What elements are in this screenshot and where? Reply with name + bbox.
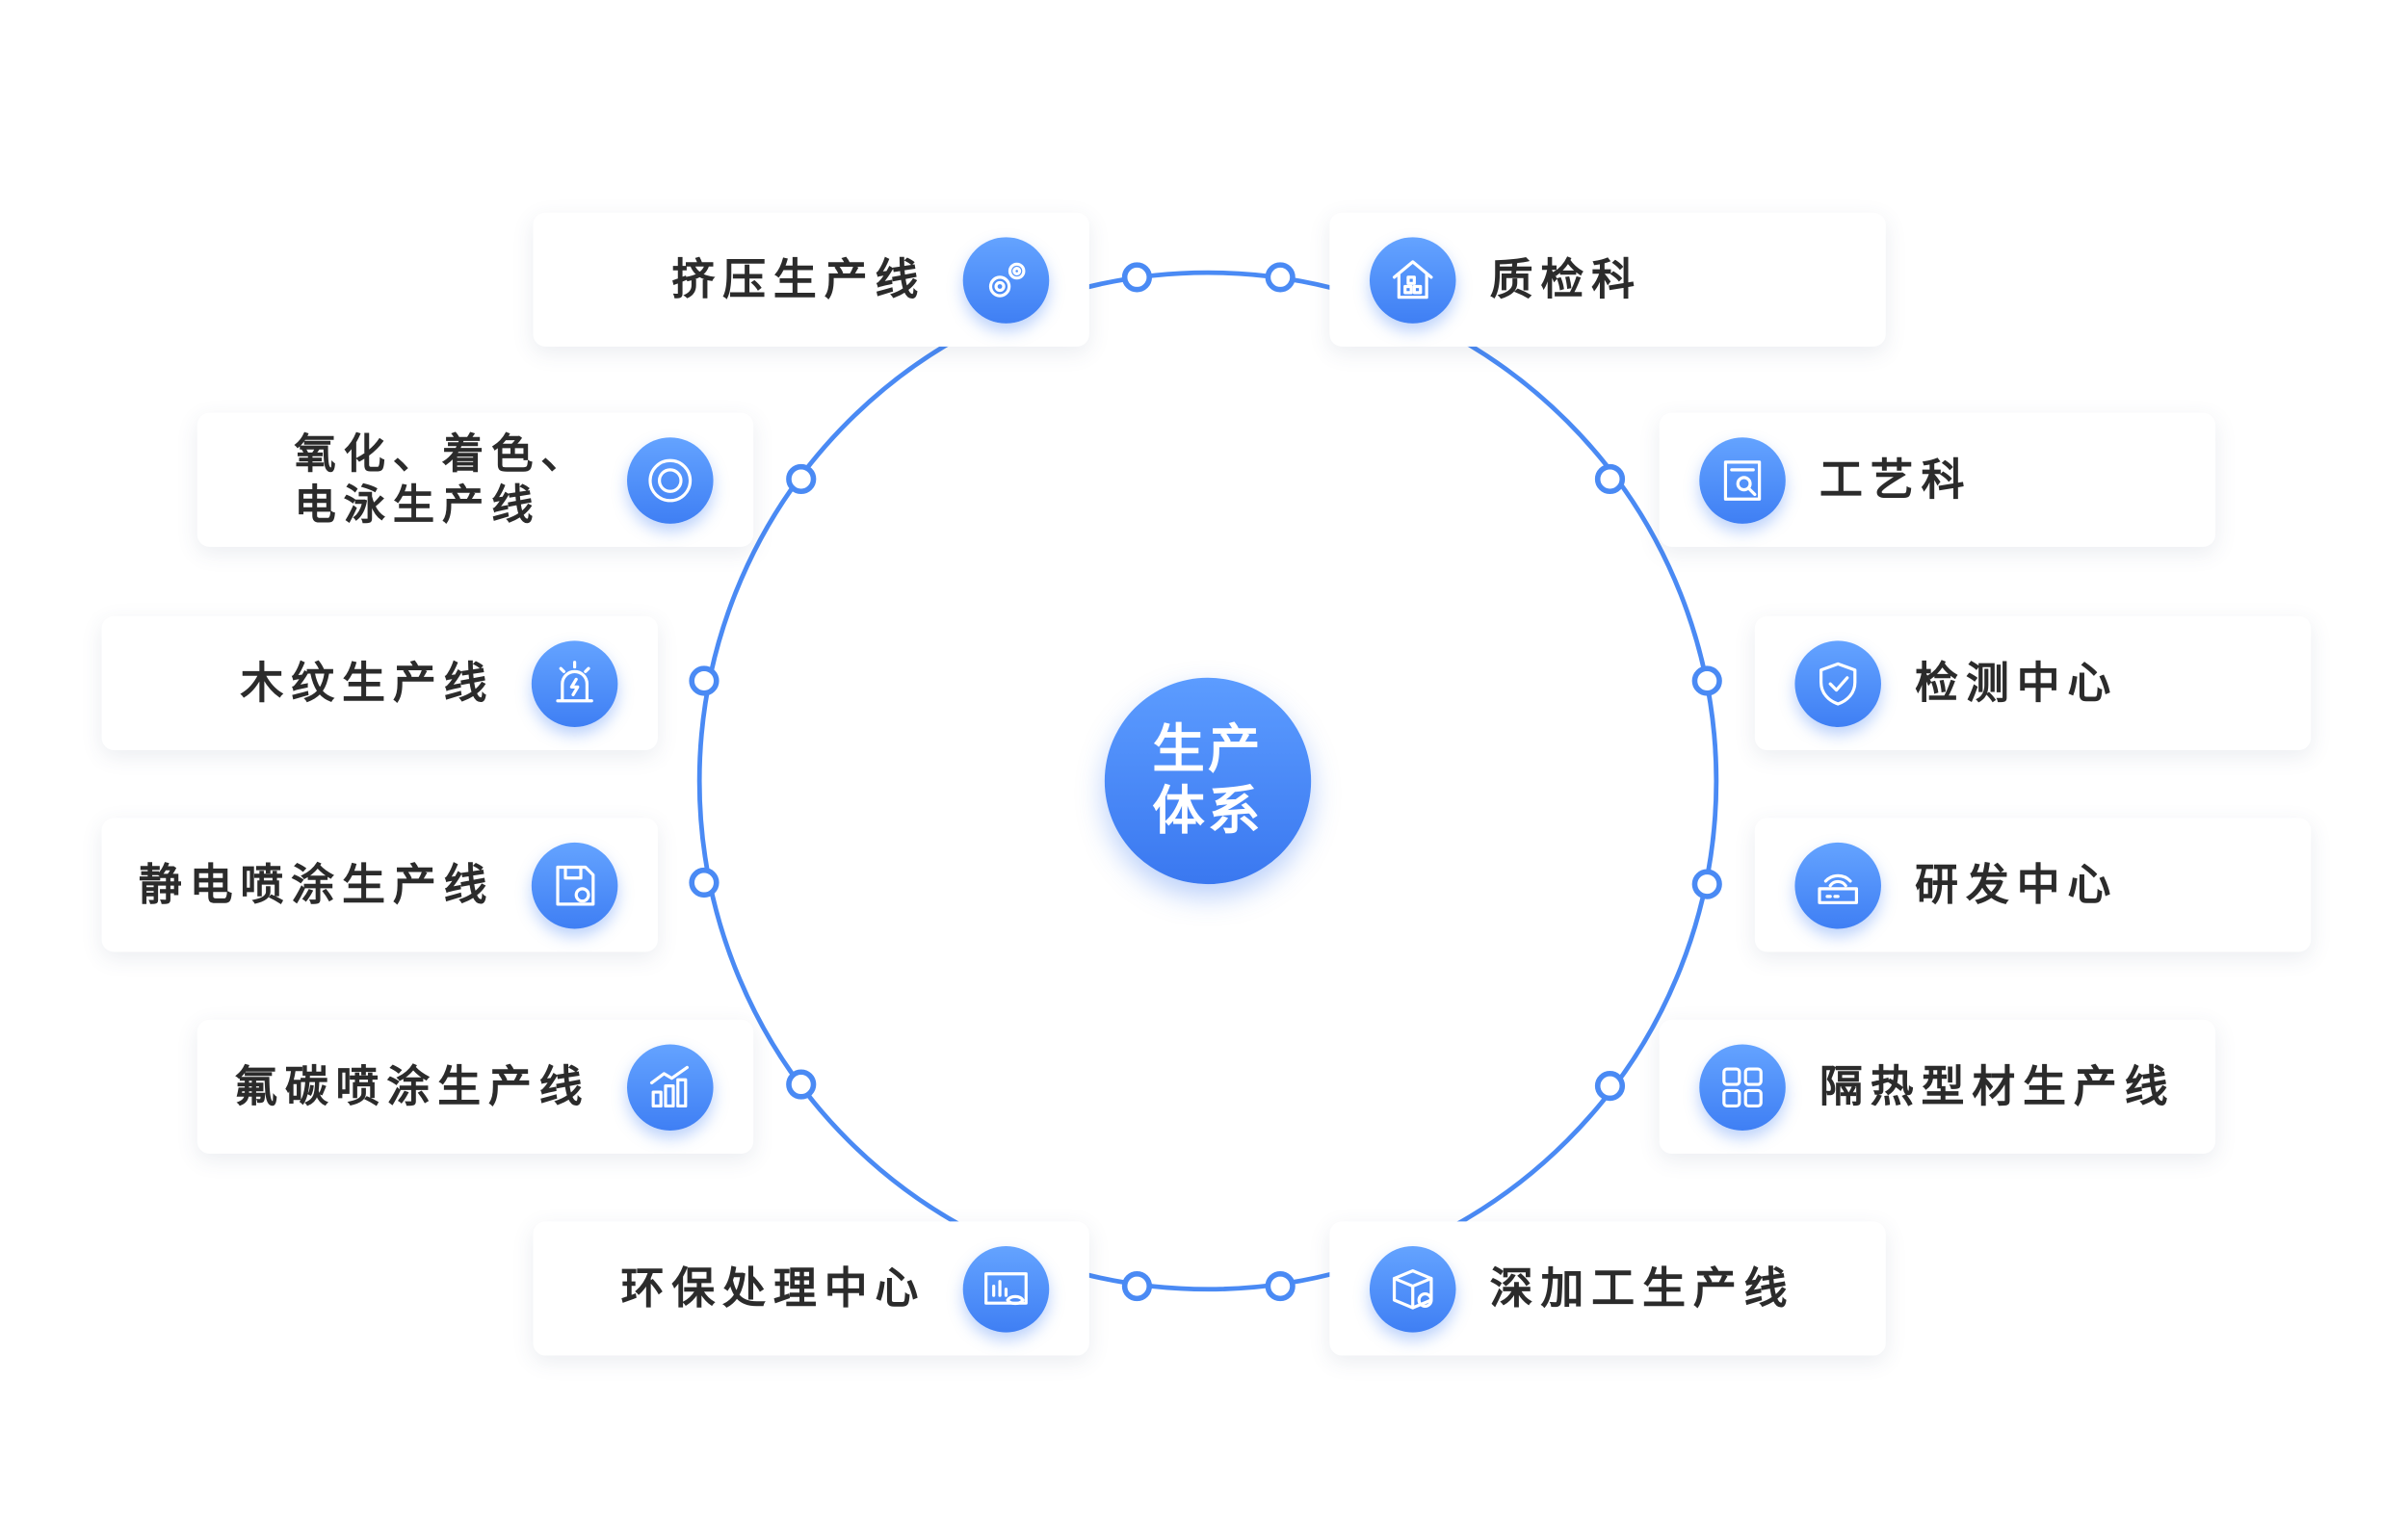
card-label-line2: 电泳生产线 <box>294 481 541 530</box>
card-label: 环保处理中心 <box>620 1262 927 1314</box>
grid-icon <box>1699 1043 1786 1131</box>
ring-node <box>1121 262 1153 293</box>
document-search-icon <box>1699 436 1786 524</box>
card-label-line1: 氧化、着色、 <box>294 430 590 479</box>
card-electrostatic-line: 静电喷涂生产线 <box>101 818 658 952</box>
card-label: 木纹生产线 <box>240 657 495 708</box>
ring-line <box>696 270 1719 1292</box>
card-label: 深加工生产线 <box>1489 1262 1795 1314</box>
card-fluorocarbon-line: 氟碳喷涂生产线 <box>196 1019 754 1155</box>
card-woodgrain-line: 木纹生产线 <box>101 615 658 750</box>
card-label: 挤压生产线 <box>671 253 927 304</box>
ring-node <box>786 463 817 495</box>
card-quality-dept: 质检科 <box>1329 212 1886 347</box>
gears-icon <box>962 236 1050 324</box>
card-process-dept: 工艺科 <box>1659 412 2216 547</box>
card-testing-center: 检测中心 <box>1754 615 2312 750</box>
card-label: 检测中心 <box>1915 657 2119 708</box>
card-oxidation-line: 氧化、着色、电泳生产线 <box>196 412 754 547</box>
shield-check-icon <box>1794 639 1881 727</box>
floppy-icon <box>531 842 618 928</box>
card-label: 静电喷涂生产线 <box>138 858 495 910</box>
hub-title-line1: 生产 <box>1152 718 1264 781</box>
card-label: 研发中心 <box>1915 858 2119 910</box>
ring-node <box>1691 869 1722 899</box>
ring-node <box>1265 262 1296 293</box>
card-label: 工艺科 <box>1819 454 1973 505</box>
ring-node <box>1594 463 1626 495</box>
house-icon <box>1369 236 1456 324</box>
hub-title-line2: 体系 <box>1152 780 1264 843</box>
card-label: 氟碳喷涂生产线 <box>234 1060 590 1112</box>
alarm-icon <box>531 639 618 727</box>
ring-node <box>689 867 720 898</box>
card-label: 质检科 <box>1489 253 1643 304</box>
card-rnd-center: 研发中心 <box>1754 818 2312 952</box>
card-label: 氧化、着色、电泳生产线 <box>295 429 590 531</box>
ring-node <box>689 665 720 696</box>
ring-node <box>1265 1270 1296 1302</box>
monitor-eye-icon <box>962 1245 1050 1332</box>
center-hub: 生产体系 <box>1104 677 1312 885</box>
card-environmental-center: 环保处理中心 <box>533 1221 1089 1356</box>
target-ring-icon <box>626 436 714 524</box>
card-deep-processing-line: 深加工生产线 <box>1329 1221 1886 1356</box>
bar-chart-icon <box>626 1043 714 1131</box>
ring-node <box>1691 665 1722 696</box>
card-extrusion-line: 挤压生产线 <box>533 212 1089 347</box>
card-label: 隔热型材生产线 <box>1819 1060 2176 1112</box>
router-icon <box>1794 842 1881 928</box>
card-thermal-break-line: 隔热型材生产线 <box>1659 1019 2216 1155</box>
ring-node <box>1121 1270 1153 1302</box>
ring-node <box>1594 1071 1626 1102</box>
ring-node <box>786 1069 817 1100</box>
box-gear-icon <box>1369 1245 1456 1332</box>
